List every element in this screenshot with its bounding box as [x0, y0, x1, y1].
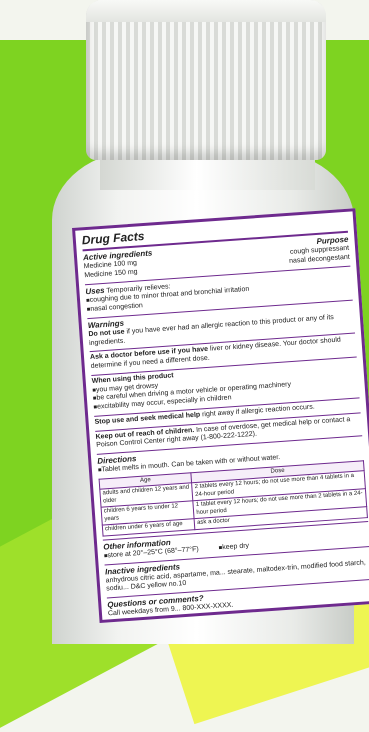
bottle-cap-top: [86, 0, 326, 22]
other-info-item: keep dry: [218, 542, 249, 553]
directions-section: Directions Tablet melts in mouth. Can be…: [96, 435, 368, 537]
bottle-cap: [86, 0, 326, 160]
uses-heading: Uses: [85, 285, 105, 296]
drug-facts-label: Drug Facts Active ingredients Purpose Me…: [72, 208, 369, 624]
